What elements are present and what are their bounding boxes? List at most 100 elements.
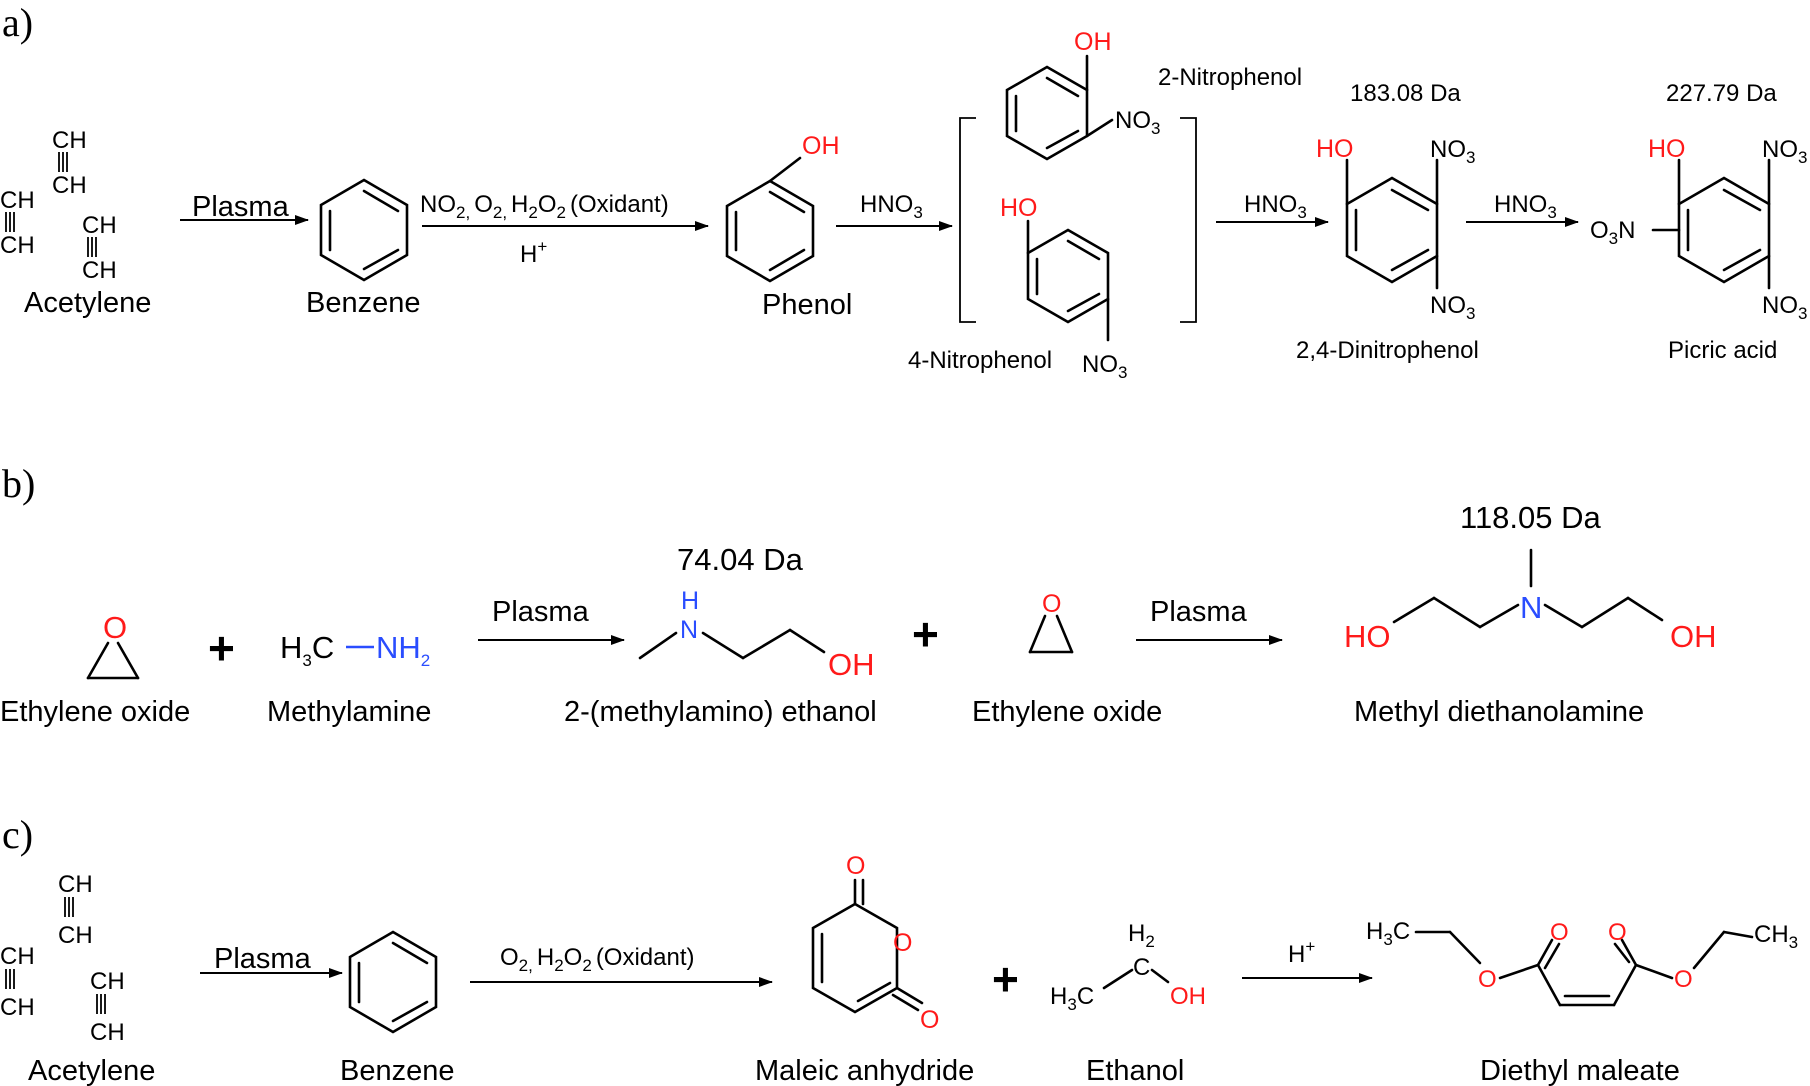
- hydroxyl-label: OH: [1670, 619, 1717, 654]
- label-benzene-c: Benzene: [340, 1055, 455, 1086]
- hydroxyl-label: OH: [802, 132, 840, 160]
- nitro-group-label: NO3: [1762, 292, 1807, 323]
- dinitrophenol-structure: HO NO3 NO3: [1316, 135, 1475, 323]
- label-4-nitrophenol: 4-Nitrophenol: [908, 347, 1052, 374]
- maleic-anhydride-structure: O O O: [811, 852, 939, 1034]
- mass-label-dinitrophenol: 183.08 Da: [1350, 80, 1461, 107]
- label-plasma-b: Plasma: [492, 596, 590, 628]
- panel-label-a: a): [2, 0, 33, 45]
- panel-label-b: b): [2, 461, 35, 506]
- benzene-structure: [319, 178, 409, 282]
- plus-sign: +: [208, 622, 235, 674]
- nitrophenol-2-structure: OH NO3: [1005, 28, 1160, 161]
- ch-label: CH: [90, 1019, 125, 1046]
- mass-label-methylaminoethanol: 74.04 Da: [677, 542, 804, 577]
- label-acetylene-a: Acetylene: [24, 287, 151, 319]
- nitro-group-label: O3N: [1590, 217, 1635, 248]
- carbonyl-oxygen-label: O: [1608, 919, 1627, 946]
- hydroxyl-label: OH: [1170, 983, 1206, 1010]
- ch-label: CH: [0, 232, 35, 259]
- methyl-diethanolamine-structure: HO N OH: [1344, 548, 1717, 654]
- methyl-label: H3C: [1050, 983, 1094, 1014]
- ch-label: CH: [58, 922, 93, 949]
- label-dinitrophenol: 2,4-Dinitrophenol: [1296, 337, 1479, 364]
- carbonyl-oxygen-label: O: [920, 1006, 939, 1034]
- oxygen-label: O: [103, 610, 127, 645]
- mass-label-picric-acid: 227.79 Da: [1666, 80, 1777, 107]
- reagent-hno3: HNO3: [1494, 191, 1557, 222]
- label-ethanol: Ethanol: [1086, 1055, 1184, 1086]
- hydroxyl-label: HO: [1316, 135, 1354, 163]
- diethyl-maleate-structure: H3C O O O O CH3: [1366, 918, 1798, 1007]
- hydrogen-label: H: [681, 587, 699, 615]
- mass-label-mdea: 118.05 Da: [1460, 500, 1602, 535]
- nitrogen-label: N: [680, 616, 698, 644]
- hydroxyl-label: OH: [828, 647, 875, 682]
- reagent-hno3: HNO3: [1244, 191, 1307, 222]
- label-methylaminoethanol: 2-(methylamino) ethanol: [564, 696, 877, 728]
- hydroxyl-label: HO: [1648, 135, 1686, 163]
- label-ethylene-oxide: Ethylene oxide: [0, 696, 190, 728]
- ch-label: CH: [0, 187, 35, 214]
- nitrophenol-4-structure: HO NO3: [1000, 194, 1127, 382]
- ethanol-structure: H2 C H3C OH: [1050, 920, 1206, 1014]
- ring-oxygen-label: O: [893, 929, 912, 957]
- label-methyl-diethanolamine: Methyl diethanolamine: [1354, 696, 1644, 728]
- acetylene-molecules-c: CH CH CH CH CH CH: [0, 871, 125, 1046]
- ethylene-oxide-structure: O: [86, 610, 140, 680]
- acid-catalyst: H+: [1288, 937, 1315, 968]
- oxidant-conditions: O2,H2O2(Oxidant): [500, 944, 695, 975]
- label-benzene-a: Benzene: [306, 287, 421, 319]
- label-phenol: Phenol: [762, 289, 852, 321]
- plus-sign: +: [992, 953, 1019, 1005]
- ch-label: CH: [82, 212, 117, 239]
- nitrogen-label: N: [1520, 590, 1542, 625]
- nitro-group-label: NO3: [1430, 292, 1475, 323]
- label-diethyl-maleate: Diethyl maleate: [1480, 1055, 1680, 1086]
- ch-label: CH: [0, 943, 35, 970]
- ethylene-oxide-structure: O: [1028, 590, 1074, 654]
- panel-label-c: c): [2, 812, 33, 857]
- carbonyl-oxygen-label: O: [846, 852, 865, 880]
- label-2-nitrophenol: 2-Nitrophenol: [1158, 64, 1302, 91]
- hydroxyl-label: HO: [1000, 194, 1038, 222]
- ester-oxygen-label: O: [1674, 966, 1693, 993]
- bracket-right: [1180, 117, 1197, 323]
- ch-label: CH: [52, 127, 87, 154]
- nitro-group-label: NO3: [1115, 107, 1160, 138]
- acetylene-molecules-a: CH CH CH CH CH CH: [0, 127, 117, 284]
- nitro-group-label: NO3: [1762, 136, 1807, 167]
- acid-catalyst: H+: [520, 237, 547, 268]
- label-plasma-c: Plasma: [214, 943, 312, 975]
- carbon-label: C: [1133, 954, 1150, 981]
- amine-label: NH2: [376, 630, 430, 670]
- methylaminoethanol-structure: H N OH: [638, 587, 875, 682]
- plus-sign: +: [912, 608, 939, 660]
- oxygen-label: O: [1042, 590, 1061, 618]
- oxidant-conditions: NO2,O2,H2O2(Oxidant): [420, 191, 669, 222]
- hydroxyl-label: OH: [1074, 28, 1112, 56]
- ch-label: CH: [52, 172, 87, 199]
- ch-label: CH: [0, 994, 35, 1021]
- label-plasma-b: Plasma: [1150, 596, 1248, 628]
- label-methylamine: Methylamine: [267, 696, 431, 728]
- picric-acid-structure: HO NO3 NO3 O3N: [1590, 135, 1807, 323]
- label-maleic-anhydride: Maleic anhydride: [755, 1055, 974, 1086]
- methyl-label: H3C: [1366, 918, 1410, 949]
- nitro-group-label: NO3: [1430, 136, 1475, 167]
- ester-oxygen-label: O: [1478, 966, 1497, 993]
- label-ethylene-oxide: Ethylene oxide: [972, 696, 1162, 728]
- reagent-hno3: HNO3: [860, 191, 923, 222]
- bracket-left: [959, 117, 976, 323]
- methylamine-structure: H3C NH2: [280, 630, 430, 670]
- ch-label: CH: [58, 871, 93, 898]
- nitro-group-label: NO3: [1082, 351, 1127, 382]
- hydroxyl-label: HO: [1344, 619, 1391, 654]
- ch-label: CH: [90, 968, 125, 995]
- methyl-label: CH3: [1754, 921, 1798, 952]
- phenol-structure: OH: [725, 132, 840, 283]
- benzene-structure: [348, 930, 438, 1034]
- label-acetylene-c: Acetylene: [28, 1055, 155, 1086]
- h2-label: H2: [1128, 920, 1155, 951]
